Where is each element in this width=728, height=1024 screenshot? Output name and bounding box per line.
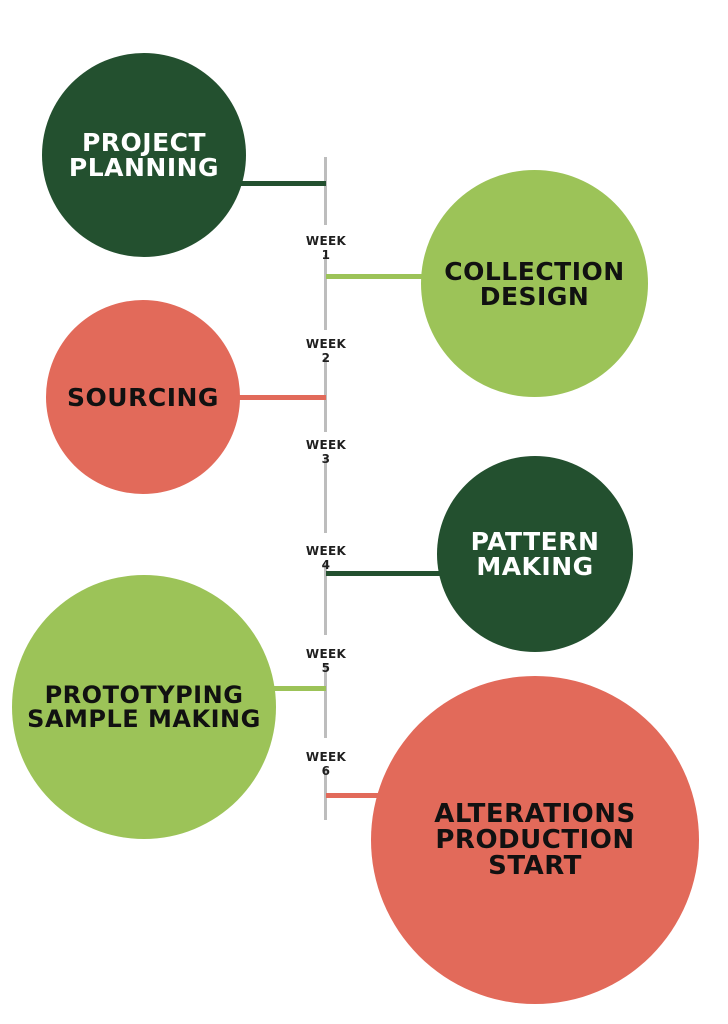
week-label-3: WEEK 3 <box>305 438 347 466</box>
week-label-4: WEEK 4 <box>305 544 347 572</box>
milestone-label: COLLECTION DESIGN <box>444 256 625 311</box>
milestone-collection-design: COLLECTION DESIGN <box>421 170 648 397</box>
milestone-label: ALTERATIONS PRODUCTION START <box>434 799 636 881</box>
connector-pattern-making <box>326 571 442 576</box>
timeline-axis-segment <box>324 255 327 330</box>
milestone-label: PROJECT PLANNING <box>68 128 220 182</box>
milestone-label: SOURCING <box>67 382 219 412</box>
milestone-label: PATTERN MAKING <box>470 527 600 581</box>
milestone-alterations-production-start: ALTERATIONS PRODUCTION START <box>371 676 699 1004</box>
week-label-5: WEEK 5 <box>305 647 347 675</box>
milestone-prototyping-sample-making: PROTOTYPING SAMPLE MAKING <box>12 575 276 839</box>
milestone-project-planning: PROJECT PLANNING <box>42 53 246 257</box>
connector-sourcing <box>236 395 326 400</box>
milestone-pattern-making: PATTERN MAKING <box>437 456 633 652</box>
timeline-axis-segment <box>324 357 327 432</box>
timeline-axis-segment <box>324 157 327 225</box>
milestone-sourcing: SOURCING <box>46 300 240 494</box>
timeline-axis-segment <box>324 666 327 738</box>
connector-prototyping <box>270 686 326 691</box>
timeline-axis-segment <box>324 768 327 820</box>
timeline-axis-segment <box>324 458 327 533</box>
week-label-6: WEEK 6 <box>305 750 347 778</box>
week-label-1: WEEK 1 <box>305 234 347 262</box>
connector-project-planning <box>236 181 326 186</box>
connector-alterations <box>326 793 382 798</box>
week-label-2: WEEK 2 <box>305 337 347 365</box>
timeline-axis-segment <box>324 563 327 635</box>
connector-collection-design <box>326 274 426 279</box>
milestone-label: PROTOTYPING SAMPLE MAKING <box>27 681 261 733</box>
